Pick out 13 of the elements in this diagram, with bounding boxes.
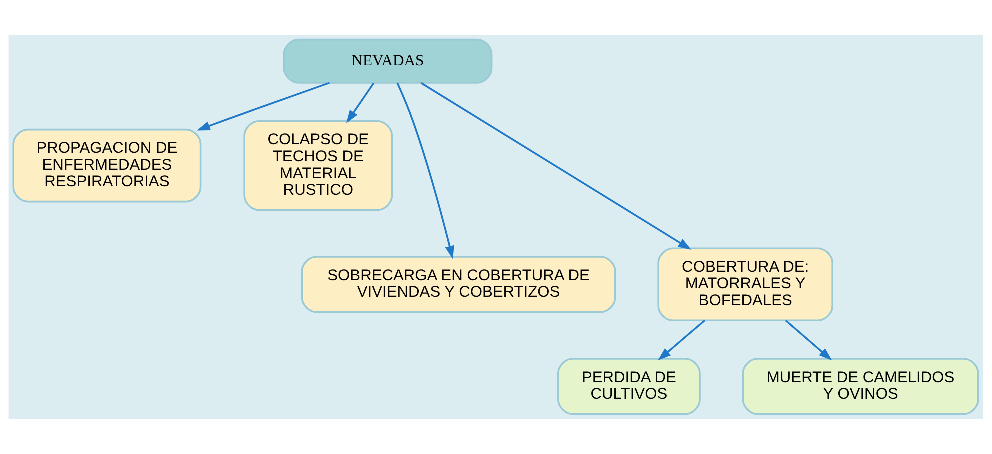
arrow	[396, 82, 454, 260]
node-box: COLAPSO DE TECHOS DE MATERIAL RUSTICO	[244, 120, 394, 212]
arrow	[420, 82, 692, 250]
arrow	[785, 320, 832, 361]
node-box: MUERTE DE CAMELIDOS Y OVINOS	[742, 358, 980, 416]
node-box: PROPAGACION DE ENFERMEDADES RESPIRATORIAS	[12, 128, 202, 203]
arrow	[346, 82, 375, 124]
arrow	[658, 320, 706, 361]
node-box: SOBRECARGA EN COBERTURA DE VIVIENDAS Y COBERTIZOS	[301, 256, 616, 314]
node-box: NEVADAS	[283, 38, 493, 84]
node-box: PERDIDA DE CULTIVOS	[558, 358, 701, 416]
arrow	[197, 82, 330, 131]
node-box: COBERTURA DE: MATORRALES Y BOFEDALES	[658, 248, 834, 322]
